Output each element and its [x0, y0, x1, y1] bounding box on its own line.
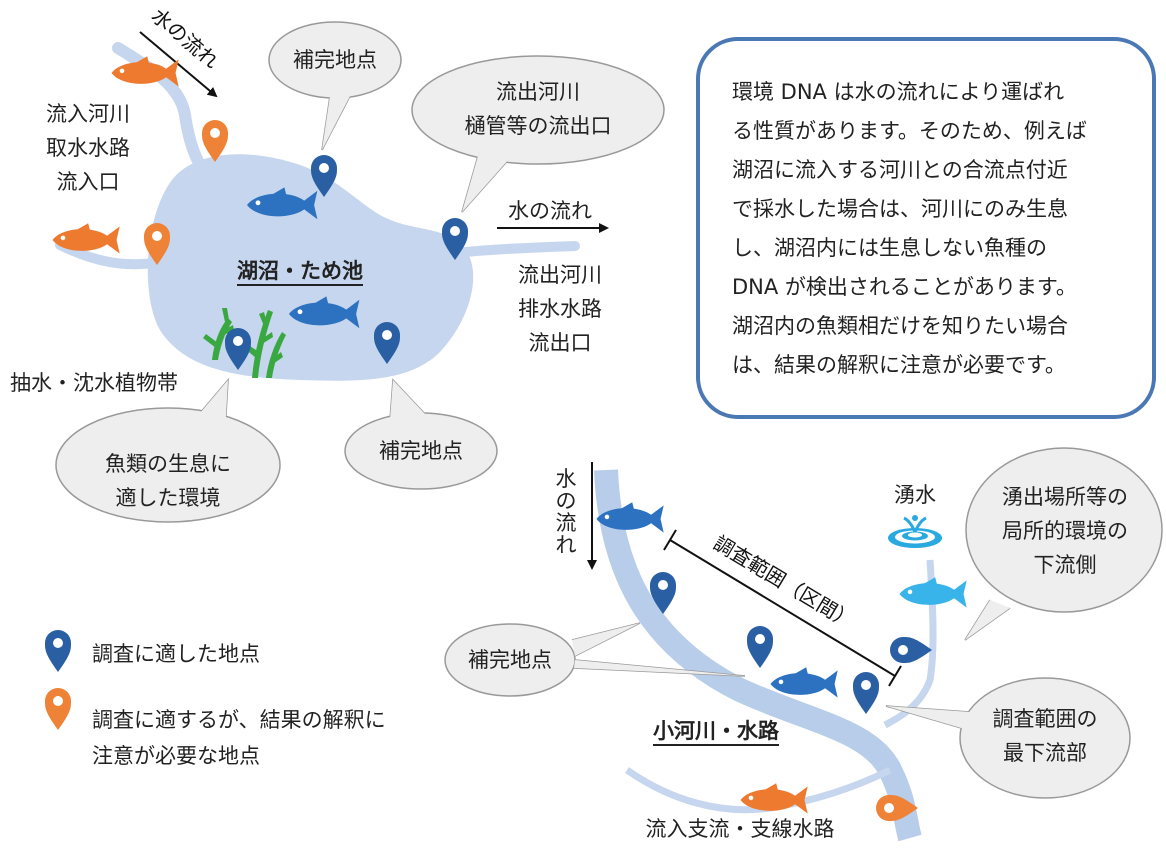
river-title: 小河川・水路 — [653, 719, 779, 743]
outflow-labels: 流出河川 排水水路 流出口 — [495, 258, 625, 360]
info-line: 環境 DNA は水の流れにより運ばれ — [732, 80, 1065, 104]
inflow-line: 取水水路 — [46, 136, 130, 160]
bubble-spring-line: 局所的環境の — [1002, 519, 1128, 543]
legend-blue-pin-icon — [45, 630, 71, 672]
bubble-spring-text: 湧出場所等の 局所的環境の 下流側 — [980, 480, 1150, 582]
bubble-supplement-bottom-text: 補完地点 — [379, 439, 463, 463]
plants-label: 抽水・沈水植物帯 — [10, 371, 178, 395]
flow-in-arrow — [139, 31, 218, 98]
lake-flow-in-label: 水の流れ — [147, 3, 224, 73]
map-pin-icon — [890, 637, 932, 663]
bubble-lowest-line: 最下流部 — [1003, 741, 1087, 765]
river-flow-char: 水 — [555, 467, 577, 491]
bubble-fish-habitat-text: 魚類の生息に 適した環境 — [78, 447, 258, 515]
bubble-spring-line: 湧出場所等の — [1002, 485, 1128, 509]
bubble-fish-line: 魚類の生息に — [105, 452, 231, 476]
spring-water-icon — [888, 515, 942, 548]
spring-label: 湧水 — [894, 483, 936, 507]
legend-caution-line: 注意が必要な地点 — [92, 744, 260, 768]
bubble-fish-habitat — [55, 377, 281, 523]
info-line: DNA が検出されることがあります。 — [732, 275, 1077, 299]
bubble-lowest-point — [885, 677, 1131, 799]
lake-title: 湖沼・ため池 — [237, 259, 363, 283]
outflow-line: 排水水路 — [518, 297, 602, 321]
info-line: し、湖沼内には生息しない魚種の — [732, 236, 1047, 260]
outflow-line: 流出口 — [528, 331, 592, 355]
bubble-supplement-river — [444, 622, 746, 697]
river-flow-char: れ — [555, 533, 577, 557]
bubble-spring-line: 下流側 — [1033, 553, 1097, 577]
bubble-outlet-line: 流出河川 — [496, 80, 580, 104]
river-flow-char: の — [555, 489, 577, 513]
lake-flow-out-label: 水の流れ — [508, 199, 592, 223]
bubble-supplement-bottom — [344, 378, 498, 490]
bubble-outlet-line: 樋管等の流出口 — [464, 114, 612, 138]
water-plant-icon — [203, 308, 286, 378]
river-flow-label: 水 の 流 れ — [554, 468, 578, 556]
info-line: る性質があります。そのため、例えば — [732, 119, 1087, 143]
map-pin-icon — [853, 672, 879, 714]
info-box: 環境 DNA は水の流れにより運ばれ る性質があります。そのため、例えば 湖沼に… — [696, 37, 1156, 419]
fish-icon — [899, 577, 967, 608]
inflow-line: 流入河川 — [46, 102, 130, 126]
info-line: で採水した場合は、河川にのみ生息 — [732, 197, 1068, 221]
bubble-supplement-top — [268, 21, 402, 151]
bubble-outlet-text: 流出河川 樋管等の流出口 — [425, 75, 651, 143]
bubble-supplement-river-text: 補完地点 — [468, 648, 552, 672]
legend-orange-pin-icon — [45, 688, 71, 730]
bubble-outlet — [411, 55, 665, 213]
bubble-fish-line: 適した環境 — [115, 486, 221, 510]
survey-range-bar — [663, 529, 902, 687]
inflow-line: 流入口 — [56, 170, 120, 194]
info-line: は、結果の解釈に注意が必要です。 — [732, 353, 1066, 377]
map-pin-icon — [747, 626, 773, 668]
bubble-lowest-line: 調査範囲の — [992, 707, 1098, 731]
bubble-lowest-text: 調査範囲の 最下流部 — [980, 702, 1110, 770]
info-line: 湖沼内の魚類相だけを知りたい場合 — [732, 314, 1068, 338]
inflow-labels: 流入河川 取水水路 流入口 — [20, 97, 156, 199]
tributary-label: 流入支流・支線水路 — [645, 817, 835, 841]
bubble-supplement-top-text: 補完地点 — [293, 48, 377, 72]
fish-icon — [770, 667, 838, 698]
outflow-line: 流出河川 — [518, 263, 602, 287]
legend-caution-line: 調査に適するが、結果の解釈に — [92, 708, 386, 732]
legend-suitable: 調査に適した地点 — [92, 642, 260, 666]
main-river — [594, 469, 922, 842]
river-flow-char: 流 — [555, 511, 577, 535]
bubble-spring — [964, 447, 1163, 641]
info-line: 湖沼に流入する河川との合流点付近 — [732, 158, 1068, 182]
legend-caution: 調査に適するが、結果の解釈に 注意が必要な地点 — [92, 702, 432, 774]
range-label: 調査範囲（区間） — [709, 531, 859, 634]
